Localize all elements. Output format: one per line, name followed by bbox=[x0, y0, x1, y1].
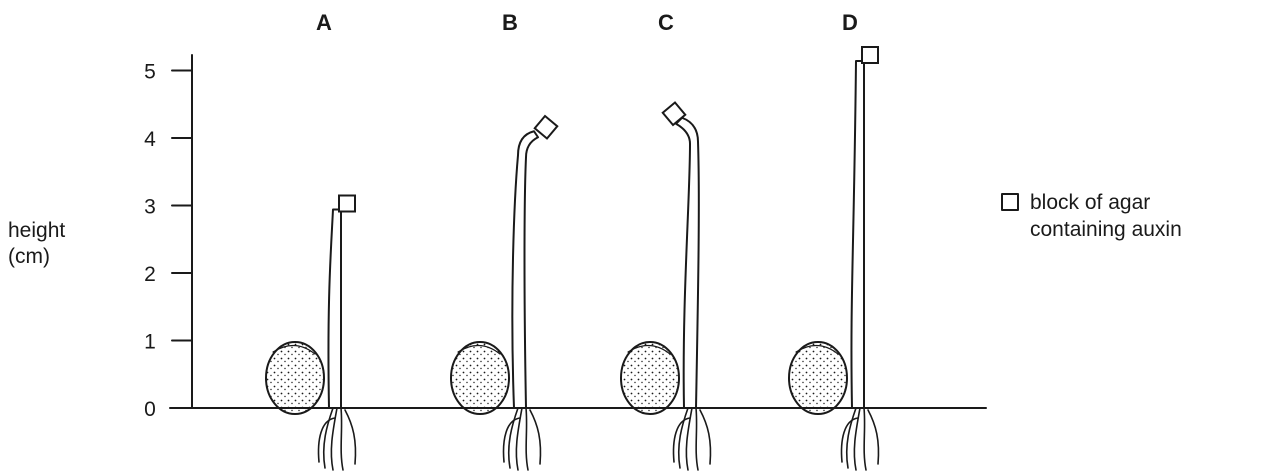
agar-block bbox=[663, 102, 686, 125]
y-tick-label: 4 bbox=[144, 128, 156, 151]
stem bbox=[676, 118, 699, 408]
legend-agar-block-icon bbox=[1002, 194, 1018, 210]
seedling-label: D bbox=[842, 10, 858, 35]
seedling-label: C bbox=[658, 10, 674, 35]
stem bbox=[851, 61, 864, 408]
root bbox=[530, 410, 541, 464]
root bbox=[331, 408, 337, 470]
y-axis-ticks: 0 1 2 3 4 5 bbox=[144, 61, 192, 422]
axis-title-line1: height bbox=[8, 219, 65, 242]
root bbox=[854, 408, 860, 470]
legend-text-line1: block of agar bbox=[1030, 191, 1150, 214]
root bbox=[686, 408, 692, 470]
y-tick-label: 5 bbox=[144, 61, 156, 84]
root bbox=[526, 408, 528, 470]
seedling-b: B bbox=[451, 10, 557, 470]
seedling-c: C bbox=[621, 10, 711, 470]
seed bbox=[266, 342, 324, 414]
y-tick-label: 3 bbox=[144, 196, 156, 219]
legend-text-line2: containing auxin bbox=[1030, 218, 1182, 241]
seed bbox=[451, 342, 509, 414]
seedling-a: A bbox=[266, 10, 356, 470]
legend: block of agar containing auxin bbox=[1002, 191, 1182, 241]
seedlings-group: A B C D bbox=[266, 10, 879, 470]
axis-title-line2: (cm) bbox=[8, 245, 50, 268]
root bbox=[345, 410, 356, 464]
root bbox=[516, 408, 522, 470]
agar-block bbox=[862, 47, 878, 63]
y-tick-label: 1 bbox=[144, 331, 156, 354]
stem bbox=[512, 131, 538, 408]
y-tick-label: 2 bbox=[144, 263, 156, 286]
seed bbox=[789, 342, 847, 414]
root bbox=[341, 408, 343, 470]
seedling-label: A bbox=[316, 10, 332, 35]
agar-block bbox=[535, 116, 558, 139]
y-tick-label: 0 bbox=[144, 398, 156, 421]
stem bbox=[328, 210, 341, 409]
agar-block bbox=[339, 196, 355, 212]
root bbox=[864, 408, 866, 470]
seedling-d: D bbox=[789, 10, 879, 470]
root bbox=[700, 410, 711, 464]
root bbox=[868, 410, 879, 464]
seed bbox=[621, 342, 679, 414]
root bbox=[696, 408, 698, 470]
seedling-label: B bbox=[502, 10, 518, 35]
